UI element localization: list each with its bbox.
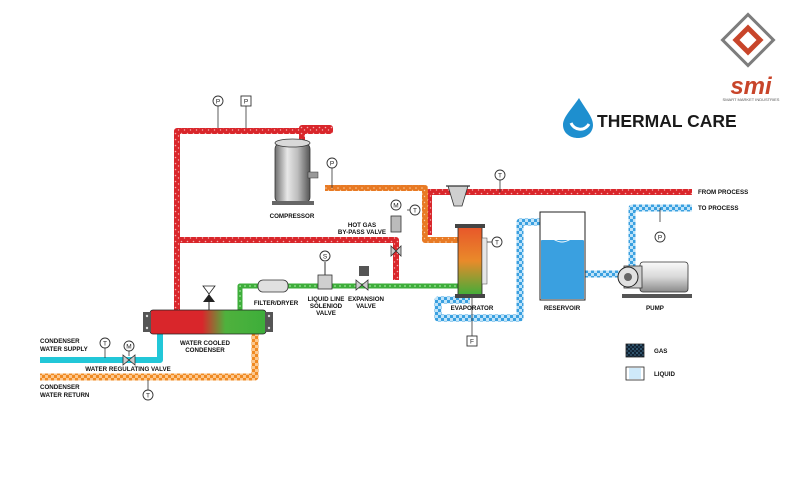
to-process-line xyxy=(628,204,692,270)
smi-tagline: SMART MARKET INDUSTRIES xyxy=(723,97,780,102)
compressor-label: COMPRESSOR xyxy=(270,213,315,220)
condenser-label-line1: WATER COOLED xyxy=(180,340,231,347)
regulating-motor-icon: M xyxy=(123,340,135,352)
discharge-line xyxy=(174,125,333,312)
flow-switch-icon: F xyxy=(466,335,478,347)
hot-gas-bypass-line xyxy=(177,237,399,280)
svg-text:P: P xyxy=(658,235,662,242)
expansion-label-line2: VALVE xyxy=(356,303,376,310)
water-regulating-label: WATER REGULATING VALVE xyxy=(85,366,170,373)
solenoid-label-line1: LIQUID LINE xyxy=(308,296,345,303)
return-water-temperature-icon: T xyxy=(142,389,154,401)
legend-item-liquid: LIQUID xyxy=(625,366,675,381)
solenoid-valve xyxy=(317,250,333,290)
water-drop-icon xyxy=(563,98,593,138)
smi-emblem-icon xyxy=(720,12,776,68)
svg-text:M: M xyxy=(126,344,131,351)
hot-gas-bypass-valve xyxy=(390,215,402,257)
evaporator xyxy=(455,224,488,298)
solenoid-label-line3: VALVE xyxy=(316,310,336,317)
compressor xyxy=(272,138,319,205)
evaporator-temperature-icon: T xyxy=(491,236,503,248)
from-process-line xyxy=(426,189,692,235)
legend-gas-label: GAS xyxy=(654,348,667,355)
pressure-gauge-icon: P xyxy=(212,95,224,107)
supply-temperature-icon: T xyxy=(99,337,111,349)
process-pressure-icon: P xyxy=(654,231,666,243)
suction-temperature-icon: T xyxy=(409,204,421,216)
solenoid-label-line2: SOLENIOD xyxy=(310,303,343,310)
filter-dryer-label: FILTER/DRYER xyxy=(254,300,299,307)
svg-text:P: P xyxy=(216,99,220,106)
suction-pressure-icon: P xyxy=(326,157,338,169)
evap-to-reservoir-line xyxy=(434,218,543,322)
to-process-label: TO PROCESS xyxy=(698,205,738,212)
bypass-label-line1: HOT GAS xyxy=(348,222,376,229)
pump-label: PUMP xyxy=(646,305,664,312)
strainer xyxy=(446,185,470,207)
condenser-supply-line xyxy=(40,332,163,363)
svg-text:P: P xyxy=(330,161,334,168)
condenser-return-label-line2: WATER RETURN xyxy=(40,392,90,399)
pump xyxy=(617,261,692,298)
reservoir-label: RESERVOIR xyxy=(544,305,581,312)
svg-text:T: T xyxy=(498,173,502,180)
pressure-switch-icon: P xyxy=(240,95,252,107)
reservoir xyxy=(539,211,586,301)
return-temperature-icon: T xyxy=(494,169,506,181)
suction-line xyxy=(325,185,458,243)
smi-logo: smi SMART MARKET INDUSTRIES xyxy=(720,12,780,102)
expansion-label-line1: EXPANSION xyxy=(348,296,385,303)
filter-dryer xyxy=(257,279,289,293)
condenser-return-line xyxy=(40,332,259,381)
smi-wordmark: smi xyxy=(730,73,773,100)
legend-liquid-label: LIQUID xyxy=(654,371,675,378)
condenser-label-line2: CONDENSER xyxy=(185,347,225,354)
legend-item-gas: GAS xyxy=(625,343,667,358)
relief-valve-icon xyxy=(202,285,216,310)
thermal-care-wordmark: THERMAL CARE xyxy=(597,111,737,131)
svg-text:T: T xyxy=(413,208,417,215)
expansion-valve xyxy=(355,266,369,291)
solenoid-symbol: S xyxy=(323,254,328,261)
svg-text:T: T xyxy=(146,393,150,400)
svg-text:M: M xyxy=(393,203,398,210)
condenser-supply-label-line2: WATER SUPPLY xyxy=(40,346,89,353)
condenser-return-label-line1: CONDENSER xyxy=(40,384,80,391)
from-process-label: FROM PROCESS xyxy=(698,189,748,196)
water-cooled-condenser xyxy=(143,309,273,335)
water-regulating-valve xyxy=(122,354,136,366)
condenser-supply-label-line1: CONDENSER xyxy=(40,338,80,345)
legend: GAS LIQUID xyxy=(625,343,675,381)
svg-text:T: T xyxy=(495,240,499,247)
bypass-label-line2: BY-PASS VALVE xyxy=(338,229,386,236)
svg-text:F: F xyxy=(470,339,474,346)
bypass-motor-icon: M xyxy=(390,199,402,211)
svg-text:P: P xyxy=(244,99,248,106)
svg-text:T: T xyxy=(103,341,107,348)
hot-gas-lines xyxy=(174,125,692,312)
thermal-care-logo: THERMAL CARE xyxy=(563,98,737,138)
